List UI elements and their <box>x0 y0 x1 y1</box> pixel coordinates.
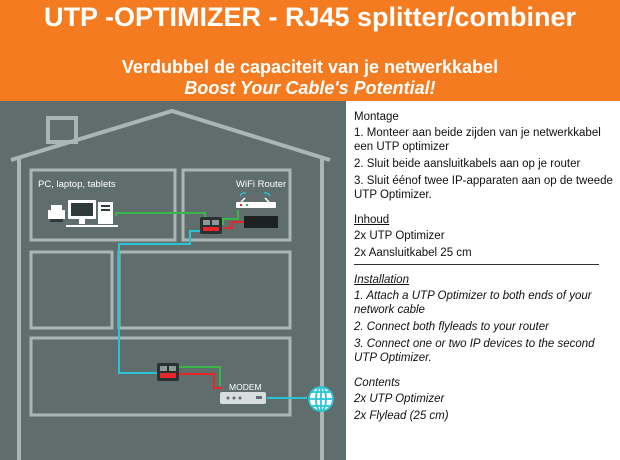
contents-item: 2x UTP Optimizer <box>354 393 445 405</box>
inhoud-item: 2x Aansluitkabel 25 cm <box>354 247 472 259</box>
room-middle-left <box>29 250 114 330</box>
modem-label: MODEM <box>229 382 262 392</box>
globe-icon <box>308 386 334 412</box>
installation-step: 1. Attach a UTP Optimizer to both ends o… <box>354 290 592 316</box>
inhoud-heading: Inhoud <box>354 214 390 226</box>
montage-step: 3. Sluit éénof twee IP-apparaten aan op … <box>354 175 613 201</box>
cable-modem-green <box>179 366 221 386</box>
house-outline <box>10 108 331 460</box>
subtitle-english: Boost Your Cable's Potential! <box>184 78 436 98</box>
modem-icon <box>220 392 266 404</box>
page-title: UTP -OPTIMIZER - RJ45 splitter/combiner <box>43 2 577 32</box>
header-banner: UTP -OPTIMIZER - RJ45 splitter/combiner … <box>0 0 620 101</box>
room-bottom <box>29 336 292 417</box>
installation-step: 3. Connect one or two IP devices to the … <box>354 338 595 364</box>
computer-icon <box>66 200 118 227</box>
montage-step: 2. Sluit beide aansluitkabels aan op je … <box>354 158 581 170</box>
inhoud-item: 2x UTP Optimizer <box>354 230 445 242</box>
cable-router-red <box>224 221 249 229</box>
cable-pc-green <box>115 212 206 226</box>
room-router <box>181 168 292 242</box>
cables <box>115 210 307 399</box>
cable-modem-red <box>179 373 222 389</box>
montage-heading: Montage <box>354 111 399 123</box>
cable-trunk-cyan <box>118 230 203 374</box>
house-illustration: PC, laptop, tablets WiFi Router MODEM <box>0 101 346 460</box>
chimney <box>46 116 78 144</box>
optimizer-icon <box>200 217 222 234</box>
instructions-panel: Montage 1. Monteer aan beide zijden van … <box>354 110 616 426</box>
optimizer-icon <box>157 363 179 381</box>
installation-step: 2. Connect both flyleads to your router <box>354 321 549 333</box>
rooms <box>29 168 292 417</box>
house-diagram: PC, laptop, tablets WiFi Router MODEM <box>10 108 334 460</box>
room-router-label: WiFi Router <box>236 179 286 190</box>
contents-heading: Contents <box>354 377 401 389</box>
router-icon <box>236 192 278 228</box>
contents-item: 2x Flylead (25 cm) <box>354 410 449 422</box>
room-pc-label: PC, laptop, tablets <box>38 179 116 190</box>
cable-router-green <box>222 210 239 225</box>
room-middle-right <box>117 250 292 330</box>
montage-step: 1. Monteer aan beide zijden van je netwe… <box>354 127 601 153</box>
subtitle-dutch: Verdubbel de capaciteit van je netwerkka… <box>121 57 499 77</box>
section-divider <box>354 264 599 265</box>
installation-heading: Installation <box>354 274 409 286</box>
room-pc <box>29 168 177 242</box>
printer-icon <box>48 205 65 222</box>
